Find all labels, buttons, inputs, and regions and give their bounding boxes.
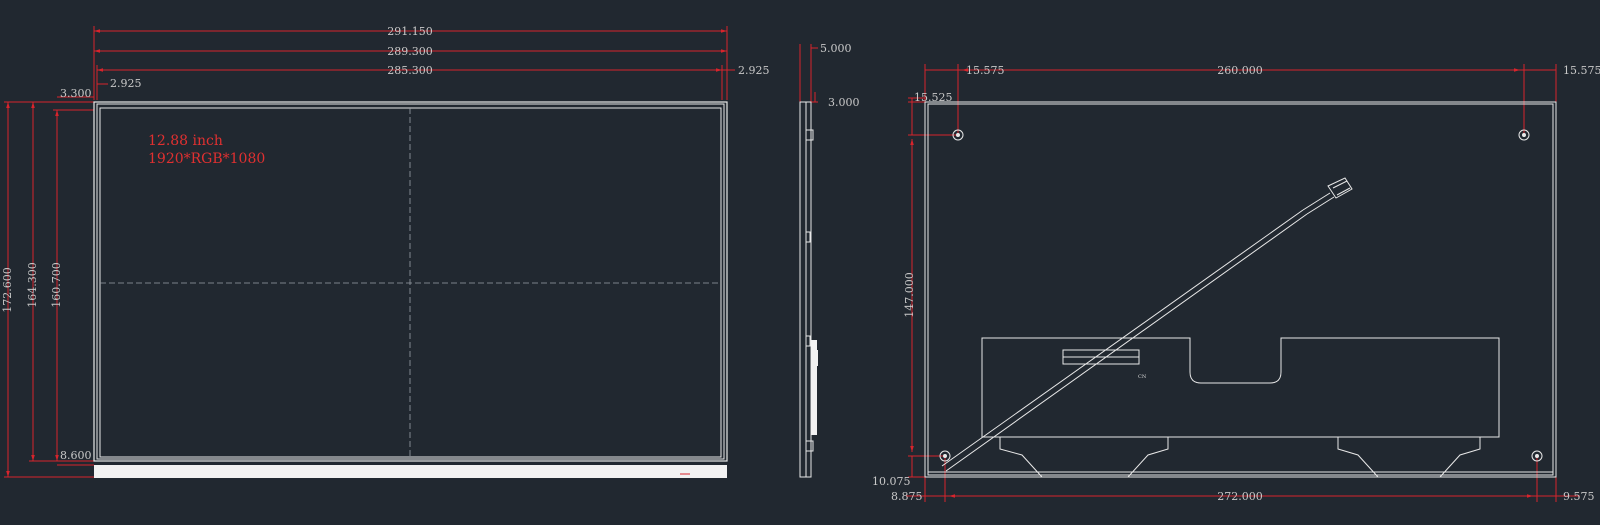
side-view: 5.000 3.000 (799, 42, 860, 478)
dim-hole-vertical: 147.000 (903, 272, 916, 318)
dim-bottom-left: 8.875 (891, 490, 923, 503)
dim-overall-height: 172.600 (1, 267, 14, 313)
dim-right-margin: 2.925 (738, 64, 770, 77)
dim-hole-right: 15.575 (1563, 64, 1600, 77)
size-note: 12.88 inch (148, 133, 223, 149)
dim-top-margin: 3.300 (60, 87, 92, 100)
dim-left-margin: 2.925 (110, 77, 142, 90)
dim-outline-height: 164.300 (26, 262, 39, 308)
dim-hole-left: 15.575 (966, 64, 1005, 77)
dim-overall-width: 291.150 (387, 25, 433, 38)
dim-active-height: 160.700 (50, 262, 63, 308)
dim-thickness: 5.000 (820, 42, 852, 55)
back-view: CN 15.575 260.000 15.575 15.525 147.000 … (872, 64, 1600, 503)
dim-hole-top: 15.525 (914, 91, 953, 104)
front-view: 12.88 inch 1920*RGB*1080 291.150 289.300… (1, 25, 770, 478)
connector-label: CN (1138, 374, 1147, 380)
dim-hole-pitch: 260.000 (1217, 64, 1263, 77)
dim-bottom-offset: 10.075 (872, 475, 911, 488)
dim-bottom-margin: 8.600 (60, 449, 92, 462)
resolution-note: 1920*RGB*1080 (148, 151, 265, 167)
dim-bottom-pitch: 272.000 (1217, 490, 1263, 503)
dim-outline-width: 289.300 (387, 45, 433, 58)
dim-active-width: 285.300 (387, 64, 433, 77)
dim-bottom-right: 9.575 (1563, 490, 1595, 503)
dim-panel: 3.000 (828, 96, 860, 109)
